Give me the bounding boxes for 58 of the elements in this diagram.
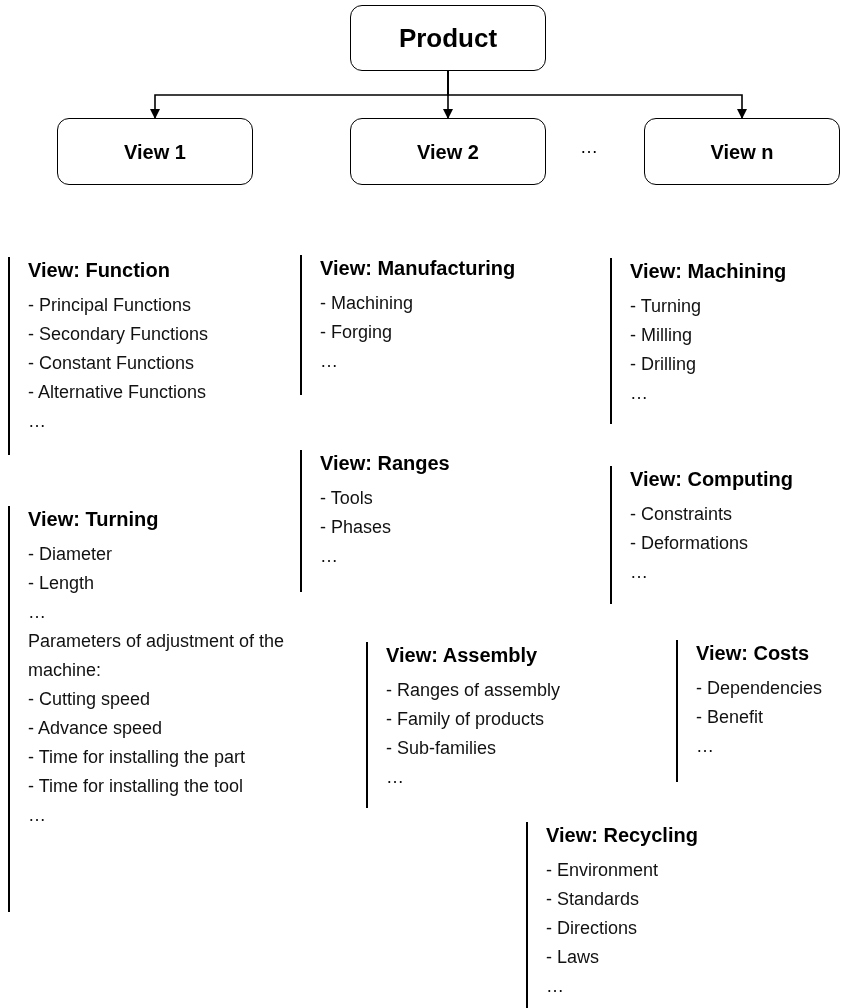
list-item: - Time for installing the tool bbox=[28, 775, 244, 798]
list-item: - Tools bbox=[320, 487, 373, 510]
list-item: - Cutting speed bbox=[28, 688, 151, 711]
list-item: - Diameter bbox=[28, 543, 112, 566]
arrow bbox=[447, 70, 747, 119]
view-heading: View: Assembly bbox=[386, 643, 538, 668]
list-item: - Constraints bbox=[630, 503, 733, 526]
rounded-box bbox=[350, 118, 546, 185]
box-label: View 1 bbox=[124, 139, 186, 165]
list-item: - Standards bbox=[546, 888, 640, 911]
list-item: - Ranges of assembly bbox=[386, 679, 561, 702]
list-item: - Advance speed bbox=[28, 717, 163, 740]
view-heading: View: Ranges bbox=[320, 451, 450, 476]
view-heading: View: Turning bbox=[28, 507, 159, 532]
list-item: - Laws bbox=[546, 946, 599, 969]
box-label: Product bbox=[398, 21, 498, 55]
list-item: … bbox=[630, 382, 648, 405]
rounded-box bbox=[57, 118, 253, 185]
list-item: - Turning bbox=[630, 295, 702, 318]
list-item: … bbox=[630, 561, 648, 584]
list-item: - Sub-families bbox=[386, 737, 497, 760]
list-item: - Principal Functions bbox=[28, 294, 192, 317]
list-item: Parameters of adjustment of the machine: bbox=[28, 630, 286, 682]
list-item: - Alternative Functions bbox=[28, 381, 207, 404]
list-item: - Length bbox=[28, 572, 95, 595]
list-item: … bbox=[546, 975, 564, 998]
list-item: - Family of products bbox=[386, 708, 545, 731]
view-heading: View: Recycling bbox=[546, 823, 698, 848]
list-item: … bbox=[320, 350, 338, 373]
list-item: … bbox=[386, 766, 404, 789]
rounded-box bbox=[644, 118, 840, 185]
box-label: View 2 bbox=[417, 139, 479, 165]
list-item: - Forging bbox=[320, 321, 393, 344]
view-heading: View: Machining bbox=[630, 259, 787, 284]
box-label: View n bbox=[710, 139, 774, 165]
list-item: - Time for installing the part bbox=[28, 746, 246, 769]
view-heading: View: Computing bbox=[630, 467, 793, 492]
list-item: … bbox=[696, 735, 714, 758]
view-heading: View: Costs bbox=[696, 641, 809, 666]
list-item: - Deformations bbox=[630, 532, 749, 555]
list-item: - Constant Functions bbox=[28, 352, 195, 375]
list-item: - Drilling bbox=[630, 353, 696, 376]
rounded-box bbox=[350, 5, 546, 71]
ellipsis: … bbox=[580, 136, 598, 159]
view-heading: View: Manufacturing bbox=[320, 256, 516, 281]
list-item: - Benefit bbox=[696, 706, 764, 729]
view-heading: View: Function bbox=[28, 258, 170, 283]
list-item: - Phases bbox=[320, 516, 392, 539]
list-item: - Dependencies bbox=[696, 677, 823, 700]
list-item: - Milling bbox=[630, 324, 692, 347]
list-item: … bbox=[28, 804, 46, 827]
list-item: - Secondary Functions bbox=[28, 323, 209, 346]
list-item: … bbox=[28, 410, 46, 433]
list-item: … bbox=[320, 545, 338, 568]
list-item: - Machining bbox=[320, 292, 414, 315]
list-item: … bbox=[28, 601, 46, 624]
list-item: - Directions bbox=[546, 917, 638, 940]
list-item: - Environment bbox=[546, 859, 659, 882]
